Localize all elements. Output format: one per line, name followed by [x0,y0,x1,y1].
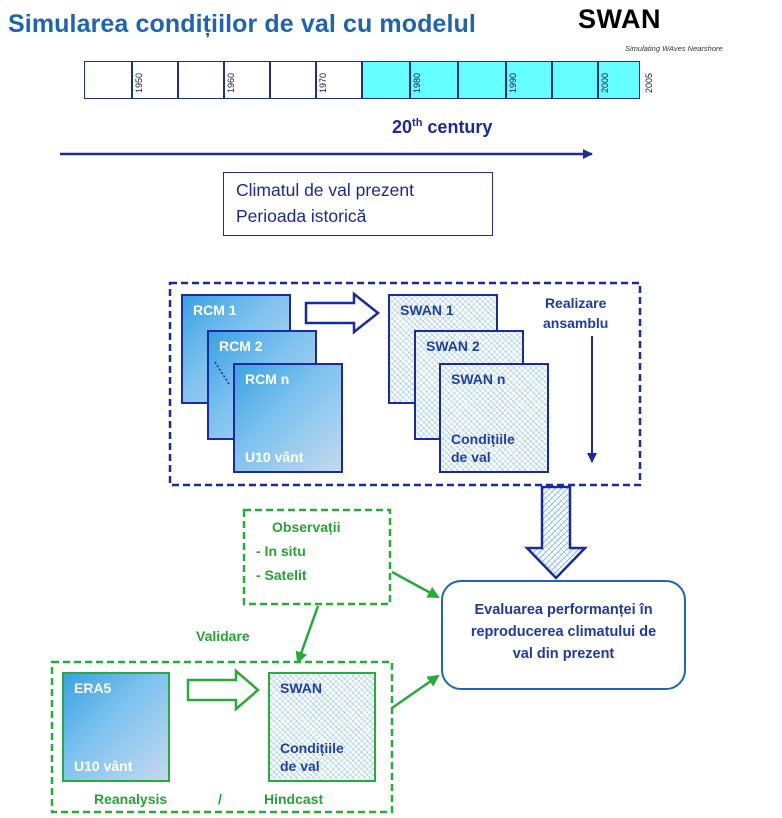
swan-box-n: SWAN n Condițiile de val [439,363,549,473]
swan-label: SWAN 1 [400,302,454,318]
observations-to-evaluation-arrow [391,570,440,599]
timeline-cell [84,61,132,99]
timeline-cell-highlight [362,61,410,99]
evaluation-line2: reproducerea climatului de [470,624,657,640]
rcm-label: RCM 2 [219,338,263,354]
page-title: Simularea condițiilor de val cu modelul [8,10,476,38]
timeline-cell [316,61,362,99]
era5-box: ERA5 U10 vânt [62,672,170,782]
reanalysis-to-evaluation-arrow [391,674,440,710]
timeline-cell [178,61,224,99]
century-word: century [422,117,493,137]
footer-reanalysis: Reanalysis [94,791,168,807]
century-label: 20th century [392,117,492,138]
timeline-cell [270,61,316,99]
timeline-cell-highlight [598,61,640,99]
century-number: 20 [392,117,413,137]
present-climate-line2: Perioada istorică [236,206,367,226]
timeline-cell-highlight [506,61,552,99]
ensemble-to-evaluation-arrow [524,485,588,580]
footer-hindcast: Hindcast [264,791,324,807]
swan-hindcast-box: SWAN Condițiile de val [268,672,376,782]
swan-logo: SWAN [578,4,661,34]
rcm-box-n: RCM n U10 vânt [233,363,343,473]
ensemble-label-line1: Realizare [544,295,607,311]
observations-frame [242,508,392,606]
era5-wind-label: U10 vânt [74,758,133,774]
swan-hindcast-label: SWAN [280,680,322,696]
swan-logo-subtitle: Simulating WAves Nearshore [625,44,723,53]
era5-label: ERA5 [74,680,112,696]
ellipsis-dotted-line [214,361,230,385]
validation-label: Validare [196,628,250,644]
century-suffix: th [412,117,423,129]
present-climate-line1: Climatul de val prezent [236,180,414,200]
timeline-cell-highlight [552,61,598,99]
present-climate-box: Climatul de val prezent Perioada istoric… [223,172,493,236]
evaluation-box: Evaluarea performanței în reproducerea c… [441,580,686,690]
swan-hindcast-conditions-line1: Condițiile [280,740,344,756]
swan-label: SWAN 2 [426,338,480,354]
validation-arrow [295,605,320,664]
evaluation-line1: Evaluarea performanței în [474,602,653,618]
rcm-wind-label: U10 vânt [245,449,304,465]
observations-item-insitu: - In situ [256,543,306,559]
observations-box: Observații - In situ - Satelit [256,515,340,587]
era5-to-swan-arrow [186,668,260,712]
rcm-to-swan-arrow [304,291,381,335]
swan-label: SWAN n [451,371,506,387]
footer-separator: / [218,791,222,807]
reanalysis-frame [50,660,394,814]
evaluation-line3: val din prezent [512,646,615,662]
observations-item-satellite: - Satelit [256,567,307,583]
swan-conditions-line1: Condițiile [451,431,515,447]
swan-conditions-line2: de val [451,449,491,465]
ensemble-label: Realizare ansamblu [543,293,608,333]
swan-hindcast-conditions-line2: de val [280,758,320,774]
timeline-cell [224,61,270,99]
timeline-cell [132,61,178,99]
observations-title: Observații [272,519,341,535]
rcm-label: RCM n [245,371,290,387]
timeline-bar: 1950 1960 1970 1980 1990 2000 2005 [84,61,660,101]
timeline-cell-highlight [410,61,458,99]
rcm-label: RCM 1 [193,302,237,318]
timeline-cell-highlight [458,61,506,99]
ensemble-frame [168,281,642,487]
ensemble-label-line2: ansamblu [543,315,609,331]
